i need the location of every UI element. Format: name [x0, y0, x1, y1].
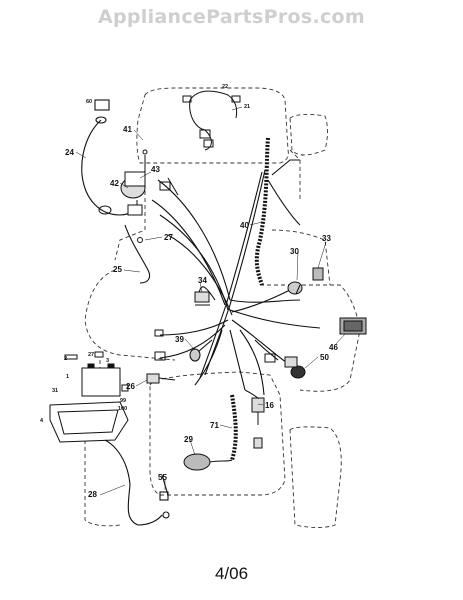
callout-50: 50	[320, 353, 329, 362]
ground-cable-28	[104, 439, 170, 526]
switch-50	[264, 353, 306, 379]
callout-26: 26	[126, 382, 135, 391]
callout-2: 2	[64, 356, 67, 362]
connector-16	[244, 389, 265, 449]
callout-41: 41	[123, 125, 132, 134]
connector-39	[154, 329, 201, 362]
callout-4: 4	[40, 418, 44, 424]
switches-30-33	[287, 267, 324, 295]
footer-date: 4/06	[214, 564, 249, 583]
callout-71: 71	[210, 421, 219, 430]
module-46	[339, 317, 367, 335]
callout-21: 21	[244, 104, 250, 110]
callout-31: 31	[52, 388, 58, 394]
callout-24: 24	[65, 148, 74, 157]
connector-34	[194, 291, 210, 306]
connector-26	[146, 373, 176, 384]
coiled-wire-71	[230, 394, 238, 461]
callout-39: 39	[175, 335, 184, 344]
battery-assembly	[49, 351, 129, 443]
callout-25: 25	[113, 265, 122, 274]
callout-27b: 27	[88, 352, 94, 358]
headlight-harness	[182, 90, 241, 151]
callout-33: 33	[322, 234, 331, 243]
callout-100: 100	[118, 406, 127, 412]
callout-99: 99	[120, 398, 126, 404]
tractor-body-outline	[84, 87, 361, 528]
callout-42: 42	[110, 179, 119, 188]
main-harness	[151, 159, 321, 396]
callout-29: 29	[184, 435, 193, 444]
callout-22: 22	[222, 84, 228, 90]
callout-55: 55	[158, 473, 167, 482]
callout-60: 60	[86, 99, 92, 105]
coiled-wire-40	[254, 137, 270, 286]
connector-29	[183, 453, 233, 471]
callout-34: 34	[198, 276, 207, 285]
callout-1: 1	[66, 374, 69, 380]
callout-16: 16	[265, 401, 274, 410]
callout-43: 43	[151, 165, 160, 174]
callout-30: 30	[290, 247, 299, 256]
callout-46: 46	[329, 343, 338, 352]
callout-labels: 22 21 60 41 24 43 42 40 27 30 33 25 34 3…	[40, 84, 338, 499]
callout-27: 27	[164, 233, 173, 242]
callout-40: 40	[240, 221, 249, 230]
watermark: AppliancePartsPros.com	[97, 6, 365, 28]
callout-28: 28	[88, 490, 97, 499]
callout-leaders	[75, 106, 346, 496]
callout-3: 3	[106, 358, 109, 364]
solenoid-assembly	[98, 149, 179, 243]
